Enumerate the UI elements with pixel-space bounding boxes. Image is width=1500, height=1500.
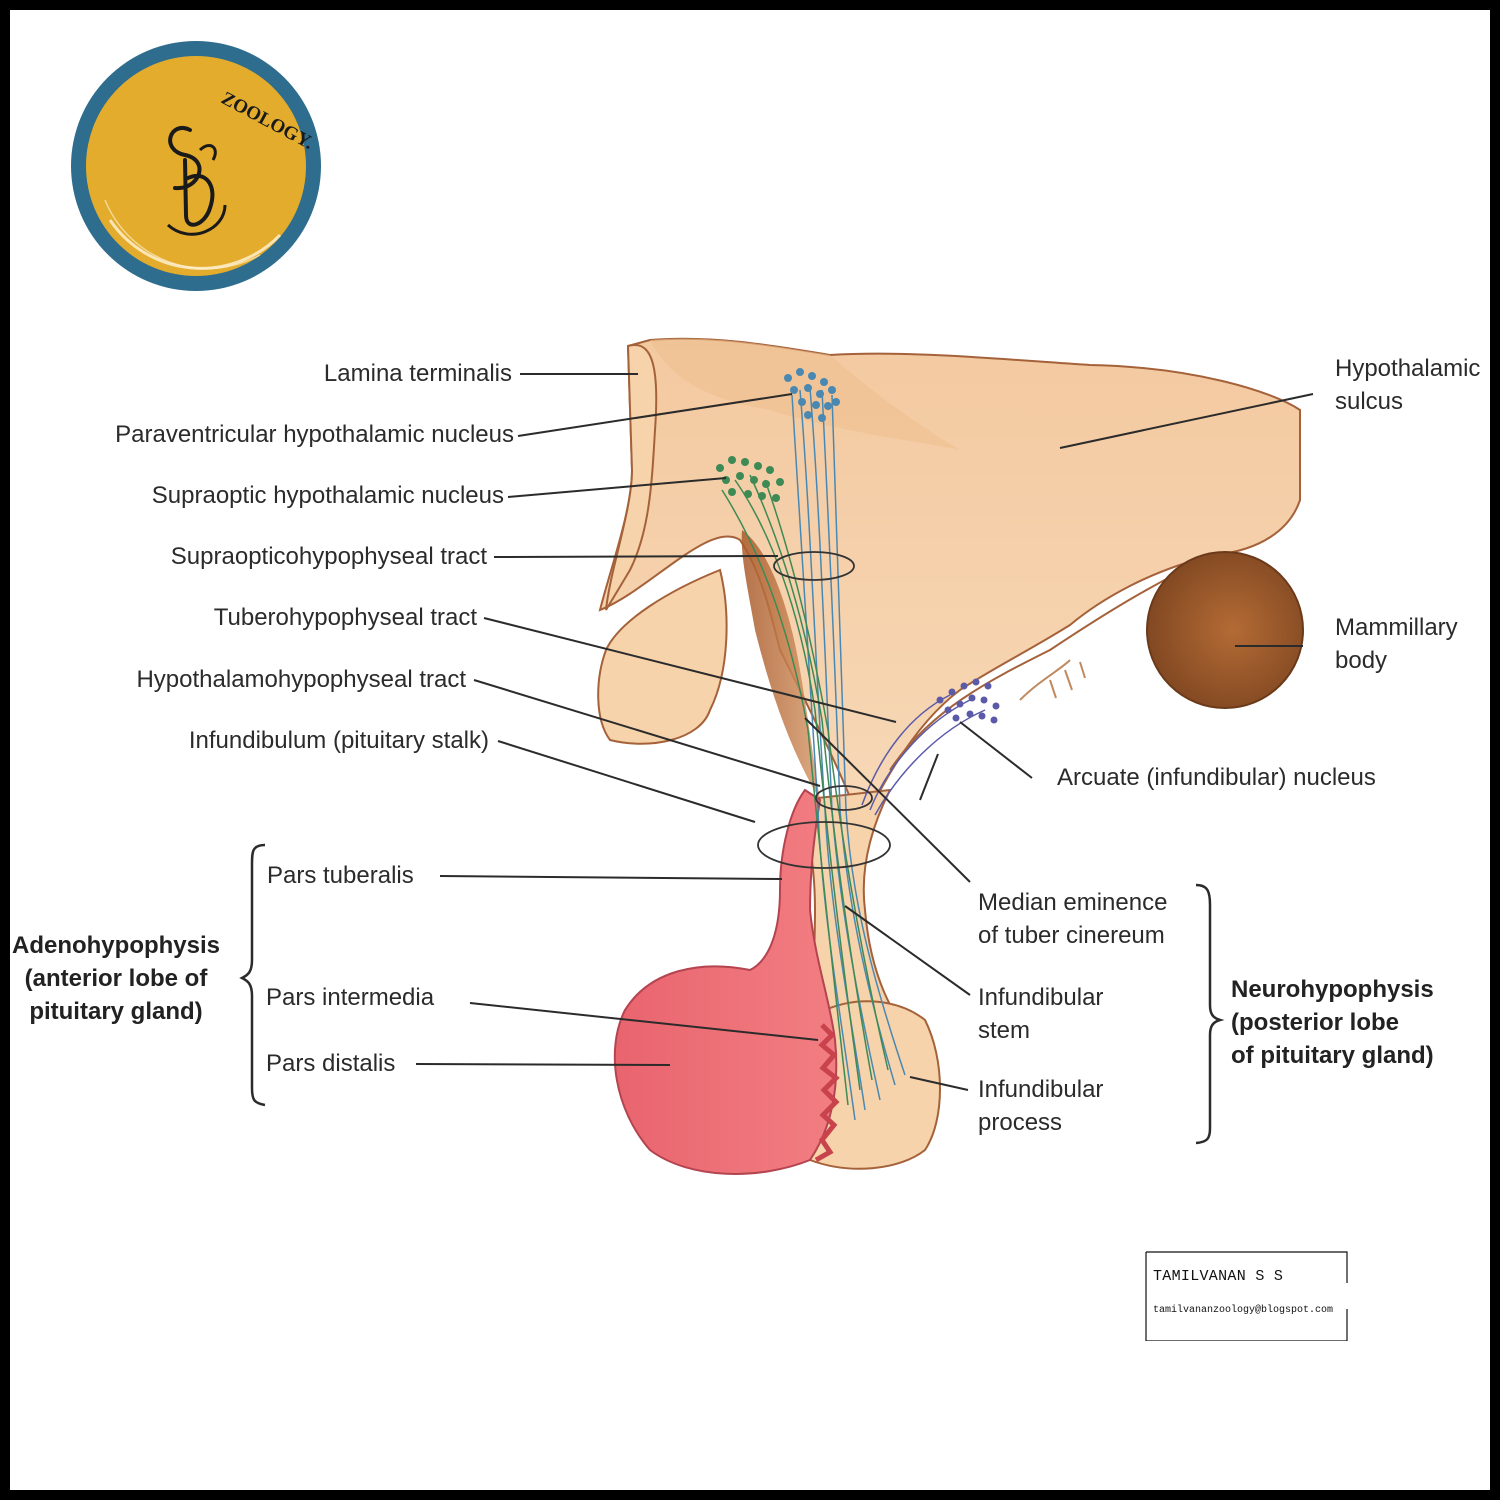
stamp-border <box>1145 1251 1348 1341</box>
pituitary-diagram: ZOOLOGY. <box>71 41 1314 1175</box>
page-frame: ZOOLOGY. <box>10 10 1490 1490</box>
label-infundibular-process-line2: process <box>978 1109 1063 1136</box>
label-pars-tuberalis: Pars tuberalis <box>267 862 414 889</box>
label-adenohypophysis-line2: (anterior lobe of <box>24 965 208 992</box>
label-arcuate-nucleus: Arcuate (infundibular) nucleus <box>1057 764 1376 791</box>
label-lamina-terminalis: Lamina terminalis <box>323 360 512 387</box>
paraventricular-nucleus <box>784 368 840 422</box>
label-infundibular-stem-line2: stem <box>978 1017 1031 1044</box>
label-infundibulum: Infundibulum (pituitary stalk) <box>188 727 489 754</box>
adenohypophysis-brace <box>239 843 266 1107</box>
arcuate-nucleus <box>936 678 1000 724</box>
zoology-logo: ZOOLOGY. <box>71 41 321 291</box>
label-paraventricular-nucleus: Paraventricular hypothalamic nucleus <box>115 421 514 448</box>
anatomy <box>597 337 1304 1175</box>
label-mammillary-body: Mammillary <box>1335 614 1458 641</box>
label-infundibular-process: Infundibular <box>978 1076 1104 1103</box>
label-median-eminence: Median eminence <box>978 889 1168 916</box>
label-hypothalamic-sulcus: Hypothalamic <box>1335 355 1481 382</box>
label-neurohypophysis-line3: of pituitary gland) <box>1231 1042 1434 1069</box>
label-supraopticohypophyseal-tract: Supraopticohypophyseal tract <box>170 543 487 570</box>
author-stamp: TAMILVANAN S S tamilvananzoology@blogspo… <box>1145 1251 1348 1341</box>
label-adenohypophysis: Adenohypophysis <box>11 932 221 959</box>
stamp-name: TAMILVANAN S S <box>1153 1268 1284 1285</box>
mammillary-body <box>1146 551 1304 709</box>
pars-intermedia <box>814 1023 840 1163</box>
stamp-email: tamilvananzoology@blogspot.com <box>1153 1305 1334 1316</box>
supraoptic-nucleus <box>716 456 784 502</box>
label-adenohypophysis-line3: pituitary gland) <box>29 998 203 1025</box>
fiber-tracts <box>721 387 986 1121</box>
label-infundibular-stem: Infundibular <box>978 984 1104 1011</box>
label-pars-distalis: Pars distalis <box>266 1050 396 1077</box>
label-neurohypophysis-line2: (posterior lobe <box>1231 1009 1400 1036</box>
leader-lines <box>415 373 1314 1091</box>
tract-rings <box>757 551 891 869</box>
neurohypophysis-brace <box>1195 883 1225 1145</box>
hypothalamus-wall <box>598 337 1301 811</box>
infundibular-recess <box>741 530 820 800</box>
label-pars-intermedia: Pars intermedia <box>266 984 435 1011</box>
label-hypothalamohypophyseal-tract: Hypothalamohypophyseal tract <box>136 666 466 693</box>
label-neurohypophysis: Neurohypophysis <box>1231 976 1434 1003</box>
lamina-terminalis <box>605 344 658 611</box>
label-supraoptic-nucleus: Supraoptic hypothalamic nucleus <box>151 482 504 509</box>
optic-chiasm <box>597 568 728 745</box>
label-median-eminence-line2: of tuber cinereum <box>978 922 1165 949</box>
adenohypophysis <box>613 788 838 1175</box>
label-mammillary-body-line2: body <box>1335 647 1388 674</box>
label-tuberohypophyseal-tract: Tuberohypophyseal tract <box>213 604 477 631</box>
label-hypothalamic-sulcus-line2: sulcus <box>1335 388 1404 415</box>
